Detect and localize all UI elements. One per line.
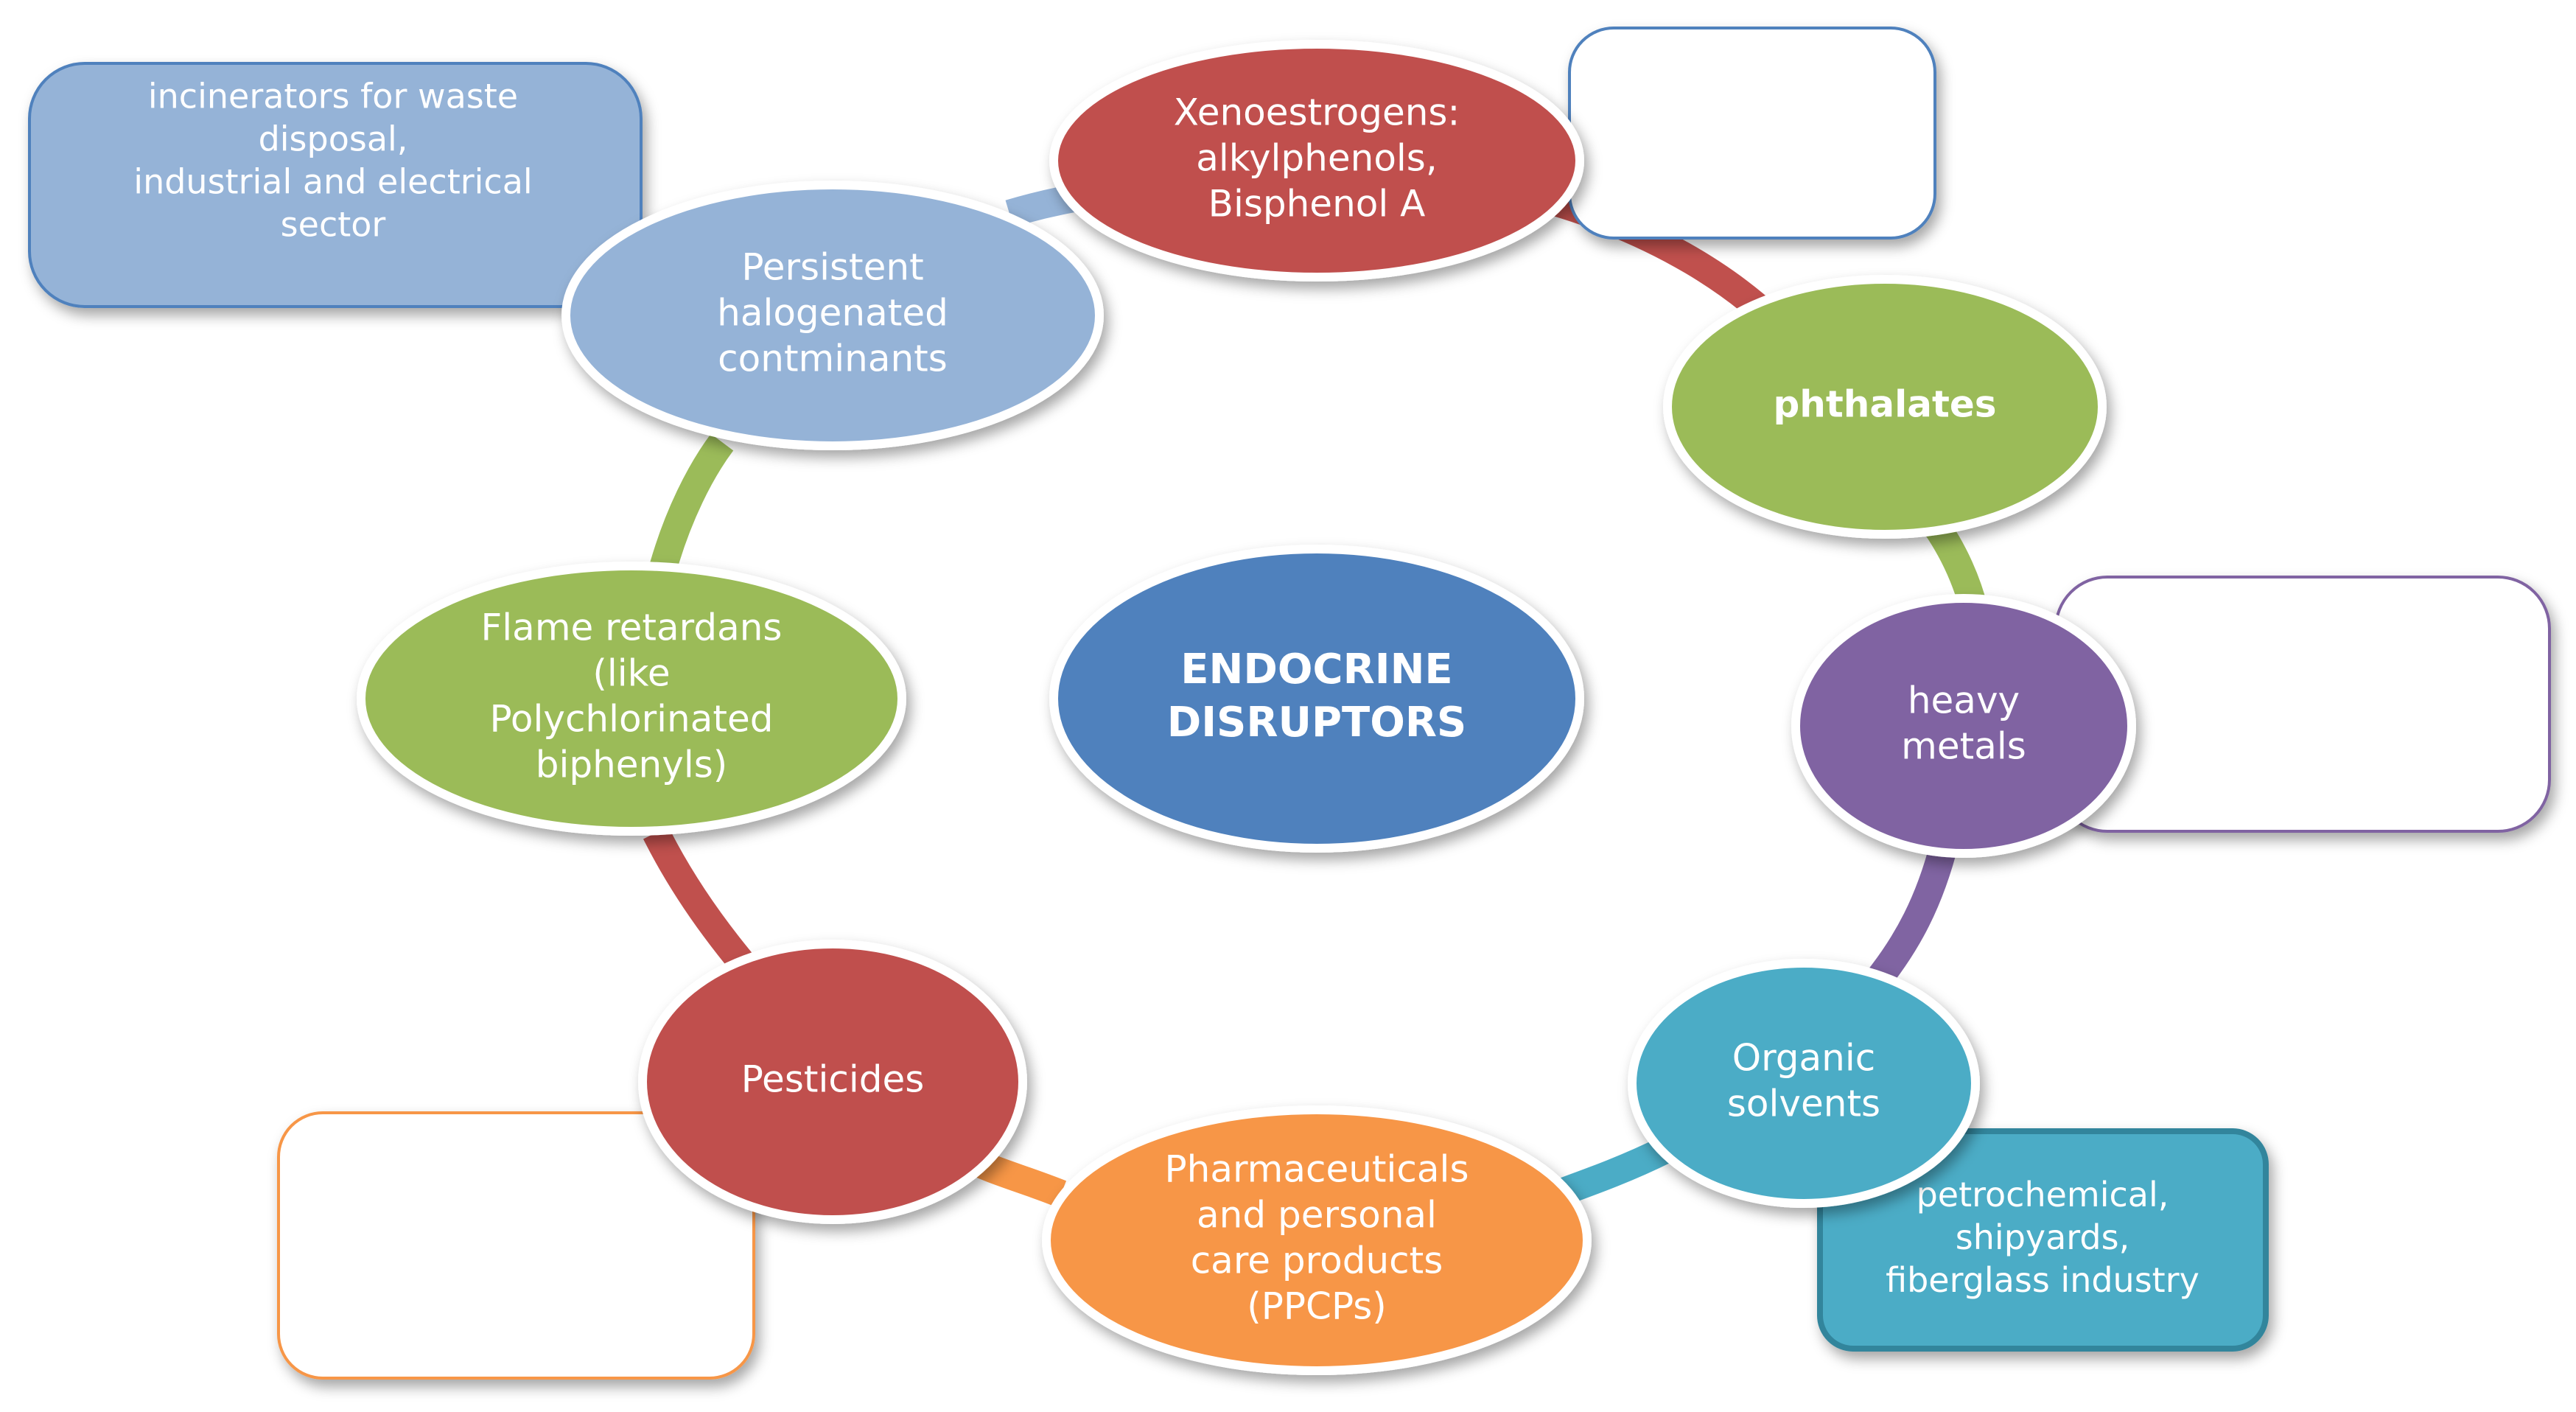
text-line: incinerators for waste bbox=[148, 77, 518, 116]
text-line: halogenated bbox=[717, 292, 948, 335]
node-xenoestrogens-label: Xenoestrogens:alkylphenols,Bisphenol A bbox=[1174, 91, 1460, 226]
text-line: (like bbox=[592, 652, 670, 695]
node-phthalates: phthalates bbox=[1663, 275, 2107, 539]
center-node-endocrine-disruptors: ENDOCRINE DISRUPTORS bbox=[1049, 545, 1584, 853]
text-line: Organic bbox=[1732, 1037, 1875, 1080]
text-line: heavy bbox=[1908, 679, 2020, 722]
ring-arc-left-upper bbox=[649, 433, 734, 572]
text-line: contminants bbox=[718, 338, 948, 380]
ring-nodes: Xenoestrogens:alkylphenols,Bisphenol A p… bbox=[357, 40, 2136, 1375]
center-node-label: ENDOCRINE DISRUPTORS bbox=[1167, 646, 1467, 747]
node-pesticides: Pesticides bbox=[638, 940, 1027, 1224]
text-line: alkylphenols, bbox=[1196, 137, 1438, 180]
text-line: fiberglass industry bbox=[1886, 1260, 2199, 1300]
text-line: ENDOCRINE bbox=[1180, 646, 1452, 693]
text-line: Pharmaceuticals bbox=[1164, 1148, 1469, 1191]
text-line: (PPCPs) bbox=[1247, 1285, 1387, 1328]
node-xenoestrogens: Xenoestrogens:alkylphenols,Bisphenol A bbox=[1049, 40, 1584, 282]
text-line: Persistent bbox=[741, 246, 923, 289]
text-line: phthalates bbox=[1773, 383, 1996, 426]
text-line: Polychlorinated bbox=[490, 698, 774, 741]
organic-solvents-sources-box-text: petrochemical,shipyards,fiberglass indus… bbox=[1886, 1175, 2199, 1300]
text-line: and personal bbox=[1197, 1194, 1437, 1237]
text-line: DISRUPTORS bbox=[1167, 699, 1467, 747]
text-line: sector bbox=[281, 205, 386, 245]
text-line: metals bbox=[1901, 725, 2026, 768]
text-line: shipyards, bbox=[1956, 1217, 2129, 1257]
text-line: petrochemical, bbox=[1917, 1175, 2169, 1214]
text-line: industrial and electrical bbox=[133, 162, 532, 202]
ring-arc-left-lower bbox=[643, 826, 755, 975]
text-line: care products bbox=[1191, 1240, 1443, 1282]
text-line: disposal, bbox=[259, 119, 408, 159]
node-pesticides-label: Pesticides bbox=[741, 1058, 925, 1101]
node-phthalates-label: phthalates bbox=[1773, 383, 1996, 426]
text-line: biphenyls) bbox=[536, 744, 728, 786]
text-line: solvents bbox=[1727, 1083, 1880, 1125]
text-line: Xenoestrogens: bbox=[1174, 91, 1460, 134]
text-line: Pesticides bbox=[741, 1058, 925, 1101]
xenoestrogens-sources-box bbox=[1568, 27, 1936, 240]
organic-solvents-sources-box: petrochemical,shipyards,fiberglass indus… bbox=[1817, 1128, 2269, 1352]
pesticides-sources-box bbox=[277, 1111, 755, 1380]
text-line: Bisphenol A bbox=[1208, 183, 1426, 226]
ring-arc-right-lower bbox=[1861, 836, 1959, 997]
text-line: Flame retardans bbox=[481, 607, 783, 649]
